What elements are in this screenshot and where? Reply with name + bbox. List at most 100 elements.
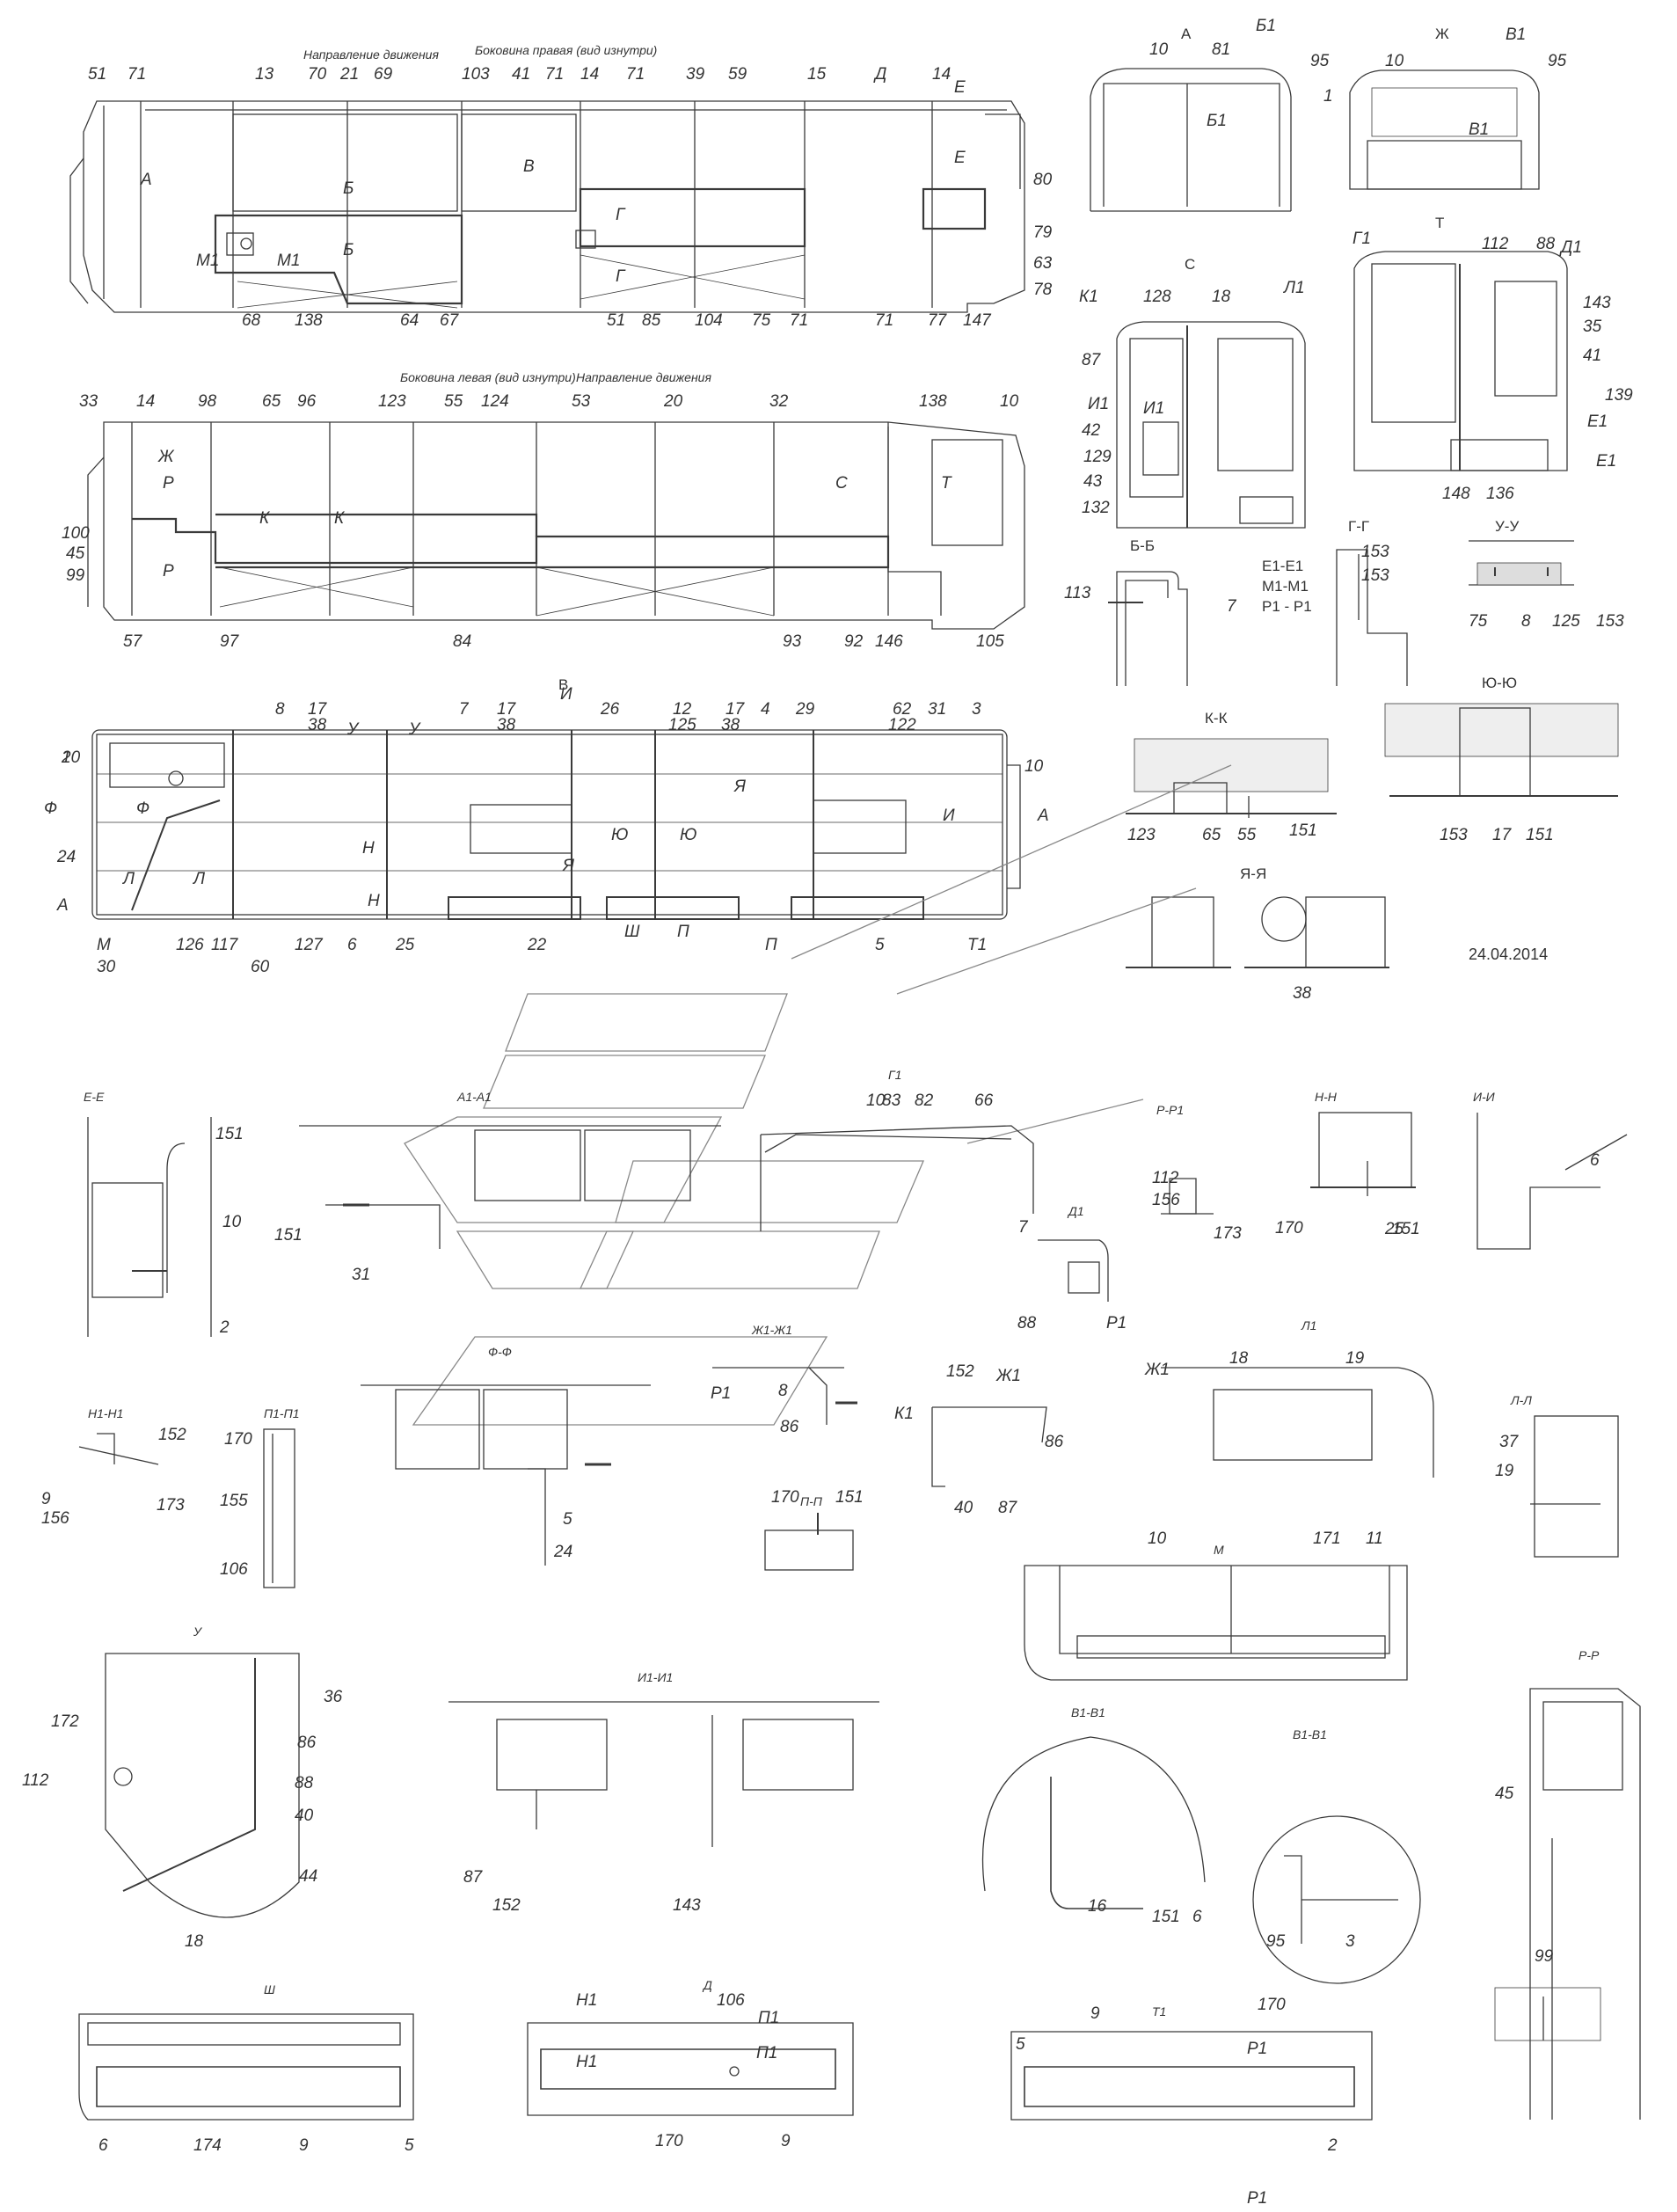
right-side-callout: 75 — [752, 311, 771, 330]
detail-callout: 173 — [1214, 1224, 1242, 1243]
view-v-callout: 6 — [347, 936, 357, 954]
detail-callout: 132 — [1082, 499, 1110, 517]
view-v-callout: 125 — [668, 716, 696, 734]
detail-callout: 153 — [1440, 826, 1468, 844]
view-v-callout: Ю — [611, 826, 629, 844]
view-v-callout: П — [765, 936, 777, 954]
detail-callout: 38 — [1293, 984, 1312, 1003]
view-v-callout: 30 — [97, 958, 116, 976]
right-side-callout: Е — [954, 78, 966, 97]
right-side-callout: 104 — [695, 311, 723, 330]
view-v-callout: 12 — [673, 700, 692, 719]
detail-callout: 151 — [835, 1488, 864, 1507]
detail-callout: 152 — [492, 1896, 521, 1915]
view-v-callout: 3 — [972, 700, 981, 719]
detail-callout: Л1 — [1284, 279, 1305, 297]
right-side-callout: 59 — [728, 65, 747, 84]
left-side-callout: 123 — [378, 392, 406, 411]
left-side-callout: 45 — [66, 544, 85, 563]
right-side-callout: Е — [954, 149, 966, 167]
section-r-r1 — [1161, 1178, 1214, 1215]
right-side-callout: 67 — [440, 311, 459, 330]
right-side-callout: В — [523, 157, 535, 176]
left-side-callout: 14 — [136, 392, 156, 411]
view-v-callout: 17 — [497, 700, 516, 719]
detail-callout: Ж1 — [996, 1367, 1021, 1385]
drawing-date: 24.04.2014 — [1469, 945, 1549, 963]
detail-callout: 40 — [295, 1807, 314, 1825]
detail-callout: 37 — [1499, 1433, 1519, 1451]
detail-callout: 19 — [1345, 1349, 1365, 1368]
view-v-callout: Л — [193, 870, 206, 888]
right-side-callout: 147 — [963, 311, 991, 330]
view-v-callout: 7 — [459, 700, 469, 719]
detail-callout: 113 — [1064, 584, 1091, 602]
right-side-callout: 51 — [88, 65, 107, 84]
detail-callout: 86 — [780, 1418, 799, 1436]
detail-callout: Д1 — [1561, 238, 1582, 257]
view-v-callout: М — [97, 936, 111, 954]
detail-callout: 25 — [1385, 1220, 1404, 1238]
detail-callout: 10 — [1385, 52, 1404, 70]
view-k1-detail — [931, 1406, 1047, 1487]
view-v-callout: 10 — [62, 748, 81, 767]
view-v-callout: П — [677, 923, 689, 941]
view-title-u: У — [193, 1624, 201, 1639]
detail-callout: 9 — [41, 1490, 51, 1508]
detail-callout: 88 — [295, 1774, 314, 1792]
view-title-v: В — [558, 676, 569, 693]
view-title-s: С — [1185, 256, 1196, 273]
view-v-callout: 62 — [893, 700, 912, 719]
detail-callout: 1 — [1323, 87, 1333, 106]
detail-callout: 5 — [405, 2136, 414, 2155]
section-p-p — [764, 1513, 854, 1571]
detail-callout: 86 — [297, 1734, 317, 1752]
detail-callout: 86 — [1045, 1433, 1064, 1451]
detail-callout: 152 — [158, 1426, 186, 1444]
view-t1-detail — [1010, 2031, 1373, 2121]
section-title-zh1-zh1: Ж1-Ж1 — [752, 1323, 792, 1337]
detail-callout: 88 — [1536, 235, 1556, 253]
section-v1-v1-a — [981, 1736, 1206, 1909]
section-title-r-r1: Р-Р1 — [1156, 1103, 1185, 1117]
detail-callout: И1 — [1088, 395, 1110, 413]
detail-callout: 112 — [22, 1771, 49, 1790]
right-side-callout: 63 — [1033, 254, 1053, 273]
view-title-d: Д — [704, 1978, 712, 1992]
detail-callout: 43 — [1083, 472, 1103, 491]
right-side-callout: 41 — [512, 65, 531, 84]
view-v-callout: 10 — [1024, 757, 1044, 776]
detail-callout: 155 — [220, 1492, 248, 1510]
section-title-n1-n1: Н1-Н1 — [88, 1406, 124, 1420]
detail-callout: 156 — [41, 1509, 69, 1528]
view-v-callout: 127 — [295, 936, 323, 954]
right-side-callout: 77 — [928, 311, 947, 330]
detail-callout: 8 — [778, 1382, 788, 1400]
left-side-callout: 92 — [844, 632, 864, 651]
view-v-callout: Н — [362, 839, 375, 858]
section-ya-ya — [1126, 896, 1389, 968]
detail-callout: 156 — [1152, 1191, 1180, 1209]
view-v-callout: 2 — [62, 748, 71, 767]
view-v-callout: 31 — [928, 700, 947, 719]
detail-callout: 19 — [1495, 1462, 1514, 1480]
detail-callout: 31 — [352, 1266, 371, 1284]
view-title-l1: Л1 — [1301, 1318, 1317, 1332]
right-side-callout: 80 — [1033, 171, 1053, 189]
detail-callout: 151 — [1289, 821, 1317, 840]
detail-callout: 42 — [1082, 421, 1101, 440]
detail-callout: К1 — [894, 1405, 914, 1423]
detail-callout: Б1 — [1256, 17, 1276, 35]
detail-callout: 125 — [1552, 612, 1580, 631]
section-f-f — [361, 1384, 651, 1566]
section-title-l-l: Л-Л — [1511, 1393, 1532, 1407]
detail-callout: 83 — [882, 1091, 901, 1110]
detail-callout: 173 — [157, 1496, 185, 1515]
detail-callout: 112 — [1482, 235, 1509, 253]
detail-callout: 3 — [1345, 1932, 1355, 1951]
detail-callout: 136 — [1486, 485, 1514, 503]
roof-plan-view-v — [91, 729, 1021, 920]
left-side-callout: К — [334, 509, 345, 528]
detail-callout: П1 — [756, 2044, 778, 2062]
